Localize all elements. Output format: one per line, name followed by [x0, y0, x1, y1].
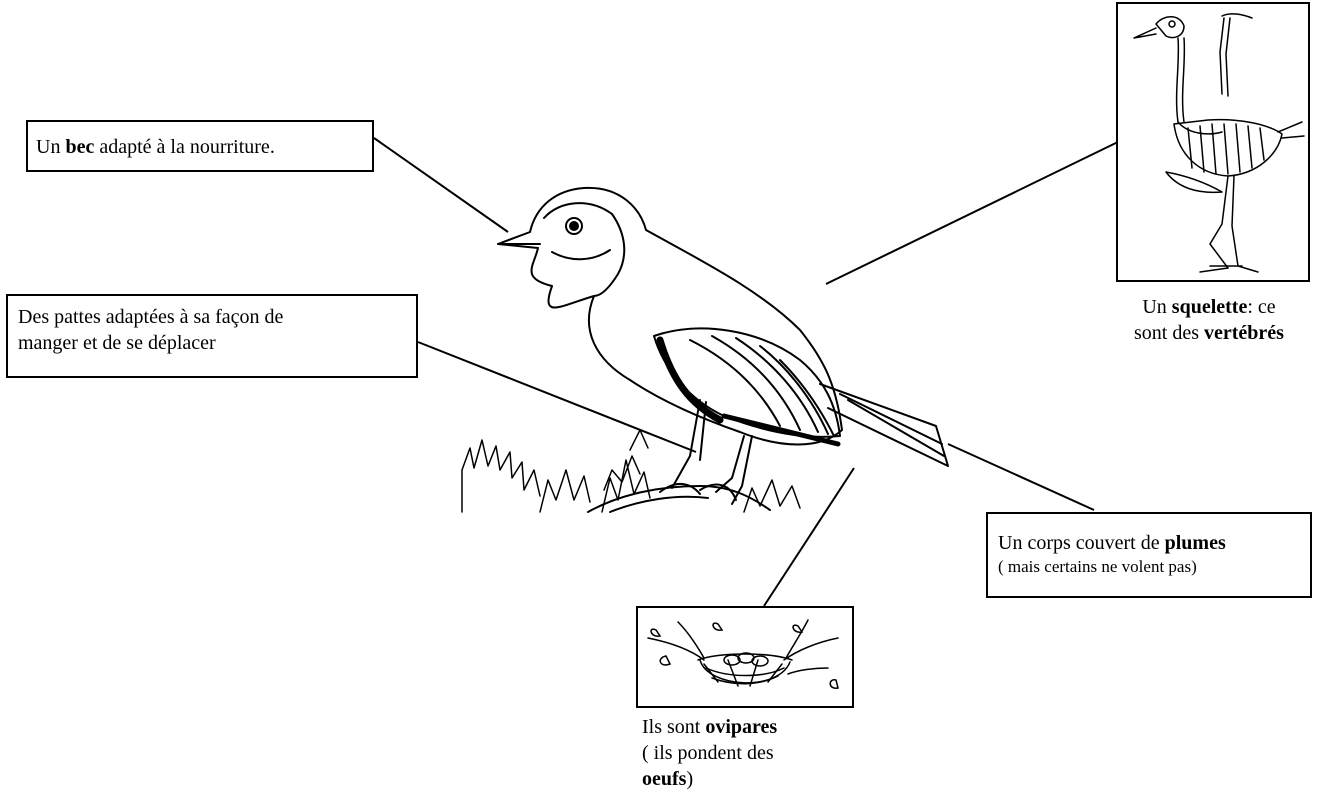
grass-icon	[461, 429, 801, 513]
branch-icon	[587, 485, 771, 513]
leader-line-pattes	[417, 341, 697, 453]
caption-ovipares-pre1: Ils sont	[642, 716, 706, 738]
callout-plumes-bold: plumes	[1164, 532, 1226, 554]
caption-squelette-pre2: sont des	[1134, 322, 1205, 344]
caption-ovipares-bold3: oeufs	[642, 768, 687, 790]
caption-squelette-bold1: squelette	[1171, 296, 1248, 318]
nest-image	[636, 606, 854, 708]
bird-skeleton-icon	[1133, 13, 1305, 273]
callout-plumes-pre: Un corps couvert de	[998, 532, 1165, 554]
caption-squelette-pre1: Un	[1142, 296, 1172, 318]
bird-illustration	[461, 186, 949, 513]
leader-lines	[373, 137, 1123, 607]
caption-squelette-bold2: vertébrés	[1204, 322, 1284, 344]
caption-squelette: Un squelette: ce sont des vertébrés	[1104, 294, 1314, 346]
callout-pattes: Des pattes adaptées à sa façon de manger…	[6, 294, 418, 378]
leader-line-plumes	[947, 443, 1095, 511]
callout-bec-post: adapté à la nourriture.	[94, 136, 275, 158]
callout-bec-pre: Un	[36, 136, 66, 158]
caption-ovipares-line3: oeufs)	[642, 766, 862, 792]
caption-ovipares: Ils sont ovipares ( ils pondent des oeuf…	[642, 714, 862, 792]
leader-line-ovipares	[763, 467, 855, 607]
caption-ovipares-line2: ( ils pondent des	[642, 742, 774, 764]
callout-plumes-sub: ( mais certains ne volent pas)	[998, 557, 1197, 576]
skeleton-image	[1116, 2, 1310, 282]
caption-ovipares-post3: )	[686, 768, 694, 790]
leader-line-squelette	[825, 139, 1123, 285]
caption-squelette-line1: Un squelette: ce	[1104, 294, 1314, 320]
callout-pattes-line1: Des pattes adaptées à sa façon de	[18, 306, 284, 328]
caption-squelette-line2: sont des vertébrés	[1104, 320, 1314, 346]
leader-line-bec	[373, 137, 509, 233]
caption-squelette-post1: : ce	[1247, 296, 1276, 318]
callout-pattes-line2: manger et de se déplacer	[18, 332, 216, 354]
callout-plumes-line1: Un corps couvert de plumes	[998, 530, 1310, 556]
callout-plumes: Un corps couvert de plumes ( mais certai…	[986, 512, 1312, 598]
nest-with-eggs-icon	[647, 619, 839, 689]
callout-bec-bold: bec	[65, 136, 95, 158]
caption-ovipares-line1: Ils sont ovipares	[642, 714, 862, 740]
callout-bec: Un bec adapté à la nourriture.	[26, 120, 374, 172]
caption-ovipares-bold1: ovipares	[705, 716, 778, 738]
